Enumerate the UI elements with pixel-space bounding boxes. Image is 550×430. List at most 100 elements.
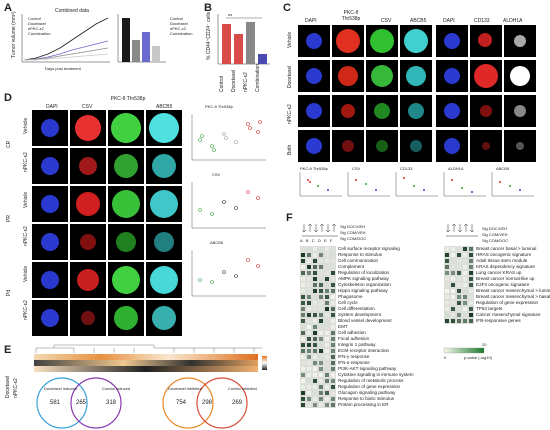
micro-tile bbox=[400, 130, 432, 162]
micro-tile bbox=[32, 300, 68, 336]
venn-induced-both: 265 bbox=[76, 400, 87, 406]
micro-tile bbox=[70, 110, 106, 146]
heatmap-cell bbox=[450, 294, 456, 300]
heatmap-cell bbox=[330, 330, 336, 336]
panel-e-row-docetaxel: Docetaxel bbox=[5, 375, 11, 398]
heatmap-cell bbox=[306, 282, 312, 288]
heatmap-cell bbox=[318, 306, 324, 312]
micro-tile bbox=[108, 186, 144, 222]
heatmap-cell bbox=[330, 354, 336, 360]
panel-f-letter: F bbox=[286, 212, 293, 224]
heatmap-cell bbox=[306, 324, 312, 330]
heatmap-cell bbox=[300, 348, 306, 354]
heatmap-cell bbox=[324, 246, 330, 252]
panel-e-letter: E bbox=[4, 344, 12, 356]
pathway-label: IFB-responsive genes bbox=[476, 318, 521, 323]
pathway-label: Cell cycle bbox=[338, 300, 358, 305]
heatmap-cell bbox=[462, 312, 468, 318]
heatmap-cell bbox=[306, 300, 312, 306]
heatmap-cell bbox=[300, 276, 306, 282]
panel-c-row-vehicle: Vehicle bbox=[287, 31, 293, 48]
heatmap-cell bbox=[312, 366, 318, 372]
pathway-label: Cell surface receptor signaling bbox=[338, 246, 400, 251]
micro-tile bbox=[332, 60, 364, 92]
pathway-label: Breast cancer mesenchymal > luminal bbox=[476, 288, 550, 293]
heatmap-cell bbox=[330, 246, 336, 252]
heatmap-cell bbox=[324, 372, 330, 378]
micro-tile bbox=[146, 148, 182, 184]
heatmap-cell bbox=[456, 258, 462, 264]
venn-inhibited-label-b: Combo inhibited bbox=[228, 386, 257, 391]
heatmap-cell bbox=[300, 366, 306, 372]
panel-f-colorbar-label: p-value (-log10) bbox=[464, 355, 493, 360]
panel-b-letter: B bbox=[204, 2, 212, 14]
heatmap-cell bbox=[330, 318, 336, 324]
panel-f-arrows-right bbox=[445, 223, 478, 237]
micro-tile bbox=[70, 186, 106, 222]
heatmap-cell bbox=[330, 384, 336, 390]
heatmap-cell bbox=[318, 372, 324, 378]
heatmap-cell bbox=[300, 402, 306, 408]
pathway-label: Response to biotic stimulus bbox=[338, 396, 394, 401]
heatmap-cell bbox=[312, 330, 318, 336]
heatmap-cell bbox=[312, 282, 318, 288]
heatmap-cell bbox=[450, 276, 456, 282]
micro-tile bbox=[504, 25, 536, 57]
heatmap-cell bbox=[318, 390, 324, 396]
heatmap-cell bbox=[318, 336, 324, 342]
heatmap-cell bbox=[318, 288, 324, 294]
heatmap-cell bbox=[456, 252, 462, 258]
heatmap-cell bbox=[312, 312, 318, 318]
heatmap-cell bbox=[324, 342, 330, 348]
heatmap-cell bbox=[318, 348, 324, 354]
heatmap-cell bbox=[306, 270, 312, 276]
micro-tile bbox=[146, 300, 182, 336]
heatmap-cell bbox=[312, 300, 318, 306]
panel-c-col-pkc: PKC-θ Thr538p bbox=[341, 10, 361, 22]
heatmap-cell bbox=[444, 306, 450, 312]
panel-e-dendrogram bbox=[35, 344, 262, 353]
panel-c-row-both: Both bbox=[287, 144, 293, 155]
venn-induced-label-a: Docetaxel induced bbox=[44, 386, 77, 391]
panel-d-col-dapi: DAPI bbox=[46, 104, 58, 110]
heatmap-cell bbox=[330, 378, 336, 384]
heatmap-cell bbox=[318, 354, 324, 360]
heatmap-cell bbox=[312, 342, 318, 348]
heatmap-cell bbox=[300, 300, 306, 306]
panel-c-letter: C bbox=[283, 2, 291, 14]
heatmap-cell bbox=[324, 330, 330, 336]
heatmap-cell bbox=[444, 270, 450, 276]
heatmap-cell bbox=[318, 264, 324, 270]
heatmap-cell bbox=[312, 360, 318, 366]
heatmap-cell bbox=[300, 396, 306, 402]
heatmap-cell bbox=[324, 336, 330, 342]
heatmap-cell bbox=[330, 270, 336, 276]
heatmap-cell bbox=[318, 312, 324, 318]
heatmap-cell bbox=[306, 306, 312, 312]
panel-f-colorbar-tick-low: 0 bbox=[444, 355, 447, 360]
heatmap-cell bbox=[300, 294, 306, 300]
panel-c-col-dapi2: DAPI bbox=[443, 18, 455, 24]
pathway-label: Regulation of metabolic process bbox=[338, 378, 404, 383]
panel-d-col-abcb5: ABCB5 bbox=[156, 104, 173, 110]
venn-inhibited-a-only: 754 bbox=[176, 400, 187, 406]
heatmap-cell bbox=[456, 246, 462, 252]
micro-tile bbox=[108, 300, 144, 336]
panel-f-right-sig-3: Sig COM/DOC bbox=[482, 238, 509, 243]
venn-induced-b-only: 318 bbox=[106, 400, 117, 406]
heatmap-cell bbox=[306, 348, 312, 354]
micro-tile bbox=[298, 25, 330, 57]
heatmap-cell bbox=[306, 390, 312, 396]
heatmap-cell bbox=[300, 330, 306, 336]
panel-d-scatter-title-3: ABCB5 bbox=[210, 240, 224, 245]
heatmap-cell bbox=[318, 246, 324, 252]
micro-tile bbox=[470, 60, 502, 92]
heatmap-cell bbox=[468, 252, 474, 258]
panel-d-row-pr-npkc: nPKC-ε2 bbox=[23, 226, 29, 246]
pathway-label: E2F3 oncogenic signature bbox=[476, 282, 530, 287]
micro-tile bbox=[32, 224, 68, 260]
panel-d-scatter-title-2: CSV bbox=[212, 172, 221, 177]
heatmap-cell bbox=[330, 336, 336, 342]
heatmap-cell bbox=[318, 282, 324, 288]
panel-a-legend-4: Combination bbox=[28, 31, 51, 36]
